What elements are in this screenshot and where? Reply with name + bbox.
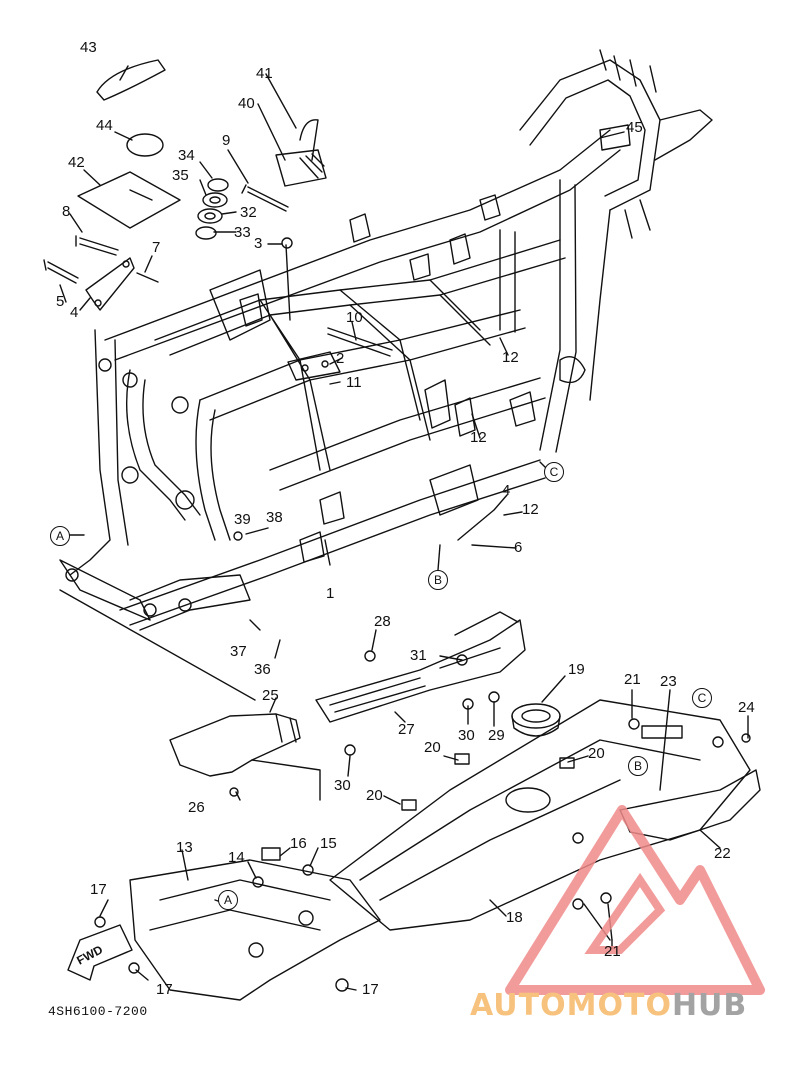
marker-a-frame: A [50, 526, 70, 546]
callout-33: 33 [234, 224, 251, 241]
callout-18: 18 [506, 909, 523, 926]
callout-29: 29 [488, 727, 505, 744]
callout-43: 43 [80, 39, 97, 56]
callout-35: 35 [172, 167, 189, 184]
callout-42: 42 [68, 154, 85, 171]
callout-1: 1 [326, 585, 335, 602]
part-code: 4SH6100-7200 [48, 1004, 148, 1019]
callout-44: 44 [96, 117, 113, 134]
part-34-35-32-33-stack [195, 178, 229, 240]
part-7-bolt [136, 272, 159, 283]
callout-27: 27 [398, 721, 415, 738]
callout-14: 14 [228, 849, 245, 866]
part-19-ring [511, 703, 561, 729]
callout-32: 32 [240, 204, 257, 221]
callout-20a: 20 [424, 739, 441, 756]
callout-4a: 4 [70, 304, 79, 321]
callout-41: 41 [256, 65, 273, 82]
callout-22: 22 [714, 845, 731, 862]
callout-38: 38 [266, 509, 283, 526]
marker-c-plate: C [692, 688, 712, 708]
callout-31: 31 [410, 647, 427, 664]
watermark-text-part2: HUB [671, 988, 748, 1023]
part-18-main-skid-plate [329, 699, 751, 931]
callout-7: 7 [152, 239, 161, 256]
marker-a-plate: A [218, 890, 238, 910]
callout-45: 45 [626, 119, 643, 136]
callout-4b: 4 [502, 482, 511, 499]
callout-3: 3 [254, 235, 263, 252]
marker-b-frame: B [428, 570, 448, 590]
marker-c-frame: C [544, 462, 564, 482]
callout-34: 34 [178, 147, 195, 164]
callout-24: 24 [738, 699, 755, 716]
part-8-bolt [75, 235, 119, 256]
callout-17c: 17 [362, 981, 379, 998]
frame-structure [59, 49, 713, 631]
part-44-washer [126, 133, 164, 157]
part-40-41-clip [275, 119, 327, 187]
callout-30b: 30 [334, 777, 351, 794]
callout-17a: 17 [90, 881, 107, 898]
callout-40: 40 [238, 95, 255, 112]
marker-b-plate: B [628, 756, 648, 776]
callout-25: 25 [262, 687, 279, 704]
callout-37: 37 [230, 643, 247, 660]
callout-16: 16 [290, 835, 307, 852]
callout-8: 8 [62, 203, 71, 220]
callout-20c: 20 [366, 787, 383, 804]
callout-12a: 12 [502, 349, 519, 366]
callout-30a: 30 [458, 727, 475, 744]
callout-36: 36 [254, 661, 271, 678]
callout-5: 5 [56, 293, 65, 310]
callout-28: 28 [374, 613, 391, 630]
callout-39: 39 [234, 511, 251, 528]
callout-12c: 12 [522, 501, 539, 518]
callout-12b: 12 [470, 429, 487, 446]
callout-13: 13 [176, 839, 193, 856]
callout-9: 9 [222, 132, 231, 149]
watermark-text-part1: AUTOMOTO [470, 988, 672, 1023]
part-43-pad [96, 59, 166, 101]
callout-6: 6 [514, 539, 523, 556]
callout-19: 19 [568, 661, 585, 678]
part-3-bolt [285, 244, 291, 321]
part-22-side-guard [619, 769, 761, 841]
callout-15: 15 [320, 835, 337, 852]
part-27-heat-shield [315, 619, 526, 723]
callout-2: 2 [336, 350, 345, 367]
watermark-text: AUTOMOTOHUB [470, 988, 747, 1023]
callout-23: 23 [660, 673, 677, 690]
callout-10: 10 [346, 309, 363, 326]
callout-26: 26 [188, 799, 205, 816]
callout-17b: 17 [156, 981, 173, 998]
part-25-guard [169, 713, 301, 777]
callout-11: 11 [346, 374, 362, 391]
part-5-bolt [43, 259, 79, 284]
watermark-logo [505, 805, 765, 995]
part-4-bracket [85, 257, 135, 311]
part-13-front-skid-plate [129, 859, 381, 1001]
callout-21a: 21 [624, 671, 641, 688]
callout-21b: 21 [604, 943, 621, 960]
part-9-bolt [241, 184, 289, 212]
part-42-cover-plate [77, 171, 181, 229]
fwd-arrow-outline [67, 924, 133, 981]
callout-20b: 20 [588, 745, 605, 762]
